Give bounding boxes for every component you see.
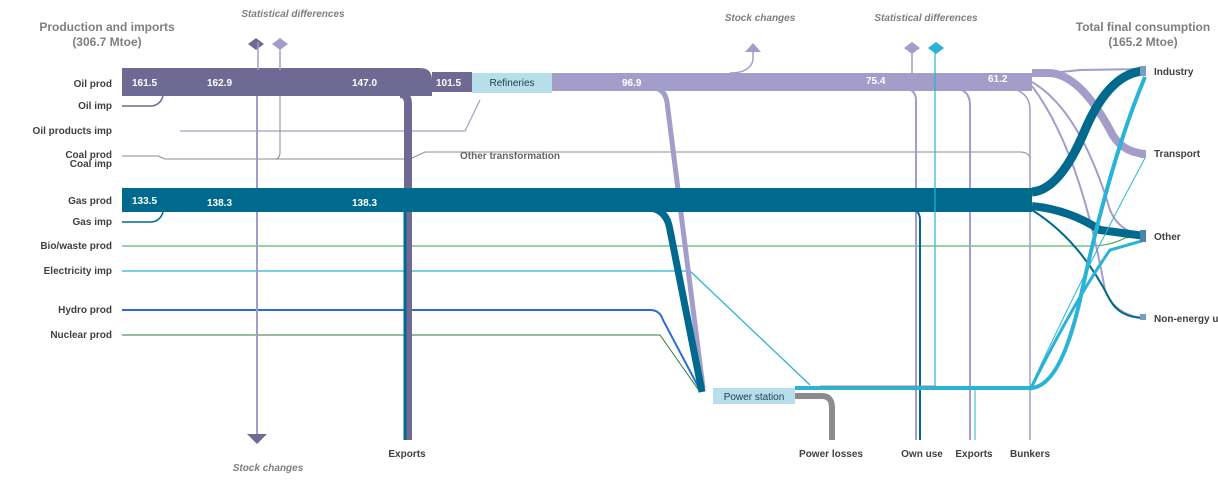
oil-value-6: 75.4	[866, 76, 886, 87]
gas-value-2: 138.3	[207, 198, 232, 209]
refinery-output-band	[552, 73, 1032, 91]
left-title: Production and imports	[39, 20, 175, 34]
other-label: Other	[1154, 232, 1181, 243]
other-transformation-label: Other transformation	[460, 151, 560, 162]
right-title: Total final consumption	[1076, 20, 1210, 34]
stock-changes-bottom: Stock changes	[233, 463, 304, 474]
refinery-own-use	[904, 87, 917, 440]
gas-value-1: 133.5	[132, 196, 157, 207]
gas-imp-label: Gas imp	[73, 217, 112, 228]
nuclear-prod-label: Nuclear prod	[50, 330, 112, 341]
gas-to-other	[1031, 202, 1146, 240]
oil-products-imp-flow	[180, 99, 481, 132]
gas-own-use	[904, 205, 921, 440]
oil-to-refinery-band	[432, 72, 472, 92]
oil-band	[122, 50, 1146, 440]
oil-exports-down	[399, 90, 412, 440]
oil-to-industry	[1031, 68, 1146, 76]
oil-value-7: 61.2	[988, 74, 1008, 85]
stat-diff-top-left: Statistical differences	[241, 9, 345, 20]
bottom-labels: Exports Power losses Own use Exports Bun…	[388, 449, 1050, 460]
source-flows	[122, 45, 1146, 440]
stock-changes-top: Stock changes	[725, 13, 796, 24]
nodes: Refineries Power station Other transform…	[460, 66, 1146, 404]
electricity-own-use	[925, 50, 936, 389]
oil-value-4: 101.5	[436, 78, 461, 89]
industry-sink	[1140, 66, 1146, 76]
electricity-to-transport	[1029, 157, 1146, 389]
power-station-flows	[795, 50, 1147, 440]
industry-label: Industry	[1154, 67, 1194, 78]
titles: Production and imports (306.7 Mtoe) Tota…	[39, 9, 1210, 474]
stat-diff-top-right: Statistical differences	[874, 13, 978, 24]
hydro-flow	[122, 309, 701, 391]
right-subtitle: (165.2 Mtoe)	[1108, 35, 1177, 49]
oil-prod-label: Oil prod	[74, 79, 112, 90]
power-station-label: Power station	[724, 392, 785, 403]
transport-sink	[1140, 150, 1146, 158]
oil-value-5: 96.9	[622, 78, 642, 89]
hydro-prod-label: Hydro prod	[58, 305, 112, 316]
refinery-exports-right	[954, 87, 971, 440]
oil-to-non-energy	[1031, 85, 1146, 319]
oil-value-1: 161.5	[132, 78, 157, 89]
power-losses-label: Power losses	[799, 449, 863, 460]
stat-diff-right-cyan-icon	[928, 42, 944, 54]
biowaste-flow	[122, 235, 1146, 247]
oil-value-2: 162.9	[207, 78, 232, 89]
nuclear-flow	[122, 334, 701, 393]
stock-change-up-arrow-icon	[745, 43, 761, 52]
electricity-imp-label: Electricity imp	[44, 266, 112, 277]
left-subtitle: (306.7 Mtoe)	[72, 35, 141, 49]
gas-to-industry	[1031, 66, 1146, 197]
power-station-node	[713, 388, 795, 404]
refineries-label: Refineries	[489, 78, 534, 89]
refinery-stock-change-up	[729, 50, 754, 74]
transport-label: Transport	[1154, 149, 1201, 160]
bunkers-label: Bunkers	[1010, 449, 1050, 460]
stat-diff-arrow-dark-icon	[248, 38, 264, 50]
arrows	[247, 38, 944, 444]
refinery-to-power-station	[654, 85, 706, 389]
gas-value-3: 138.3	[352, 198, 377, 209]
oil-to-transport	[1032, 69, 1146, 158]
power-losses-flow	[795, 393, 835, 440]
non-energy-label: Non-energy u	[1154, 314, 1218, 325]
electricity-output-band	[795, 76, 1147, 390]
coal-prod-label: Coal prod	[65, 150, 112, 161]
electricity-to-other	[1028, 238, 1146, 391]
gas-band	[122, 66, 1146, 440]
gas-main-band	[122, 188, 1032, 212]
stock-change-down-arrow-icon	[247, 434, 267, 444]
band-values: 161.5 162.9 147.0 101.5 96.9 75.4 61.2 1…	[132, 74, 1008, 209]
own-use-label: Own use	[901, 449, 943, 460]
oil-main-band	[122, 68, 432, 96]
exports-left-label: Exports	[388, 449, 426, 460]
coal-imp-label: Coal imp	[70, 159, 112, 170]
exports-right-label: Exports	[955, 449, 993, 460]
gas-to-non-energy	[1031, 209, 1146, 319]
stat-diff-right-purple-icon	[904, 42, 920, 54]
sink-labels: Industry Transport Other Non-energy u	[1154, 67, 1218, 325]
oil-products-imp-label: Oil products imp	[33, 126, 112, 137]
stat-diff-arrow-light-icon	[272, 38, 288, 50]
gas-prod-label: Gas prod	[68, 196, 112, 207]
refinery-bunkers	[1009, 87, 1031, 440]
gas-to-power-station	[649, 204, 706, 393]
oil-value-3: 147.0	[352, 78, 377, 89]
non-energy-sink	[1140, 314, 1146, 320]
source-labels: Oil prod Oil imp Oil products imp Coal p…	[33, 79, 112, 341]
oil-imp-label: Oil imp	[78, 101, 112, 112]
electricity-imp-flow	[122, 270, 811, 386]
biowaste-prod-label: Bio/waste prod	[40, 241, 112, 252]
gas-imp-flow	[122, 211, 164, 223]
refineries-node	[472, 73, 552, 93]
oil-imp-flow	[122, 95, 164, 107]
other-sink	[1140, 230, 1146, 242]
